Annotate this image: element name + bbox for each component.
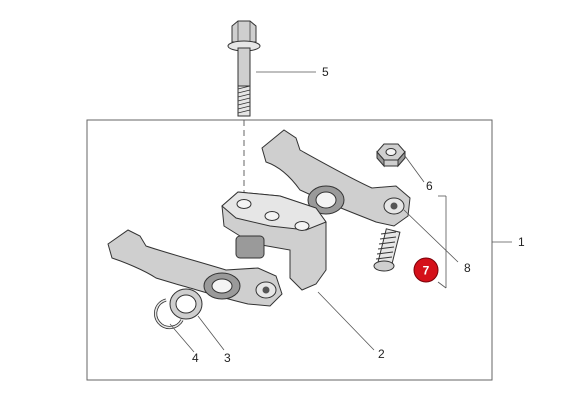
callout-3: 3 [224,351,231,365]
callout-6: 6 [426,179,433,193]
rear-rocker-arm [261,129,411,227]
circlip [153,298,184,330]
assembly-frame [86,119,493,381]
callout-1: 1 [518,235,525,249]
callout-8: 8 [464,261,471,275]
callout-7: 7 [423,264,430,278]
callout-5: 5 [322,65,329,79]
front-rocker-arm [107,229,283,307]
flange-bolt [227,20,261,117]
callout-4: 4 [192,351,199,365]
leader-6 [404,155,425,183]
leader-4 [169,323,195,353]
thrust-washer [169,288,203,320]
group-bracket [437,195,447,289]
highlight-ring [413,257,439,283]
callout-2: 2 [378,347,385,361]
adjusting-screw [373,228,401,272]
leader-3 [197,315,225,351]
rocker-bracket [221,191,327,291]
leader-8 [403,209,459,263]
hex-nut [376,143,406,168]
leader-2 [317,291,375,351]
callout-7-highlight[interactable]: 7 [413,257,439,283]
